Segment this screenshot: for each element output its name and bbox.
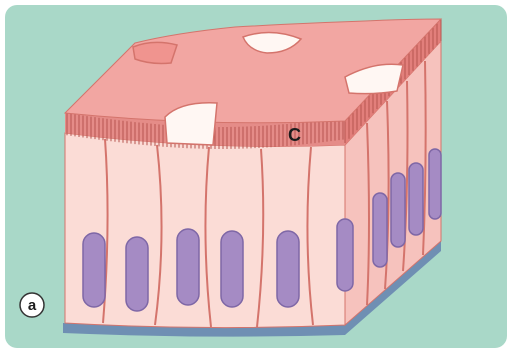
nucleus bbox=[177, 229, 199, 305]
nucleus bbox=[221, 231, 243, 307]
nucleus bbox=[409, 163, 423, 235]
nucleus bbox=[337, 219, 353, 291]
diagram-panel: C a bbox=[5, 5, 507, 348]
crypt-opening bbox=[133, 42, 177, 63]
structure-label-c: C bbox=[288, 125, 301, 145]
nucleus bbox=[83, 233, 105, 307]
panel-label-text: a bbox=[28, 297, 37, 314]
nucleus bbox=[277, 231, 299, 307]
nucleus bbox=[391, 173, 405, 247]
nucleus bbox=[373, 193, 387, 267]
epithelium-illustration: C a bbox=[5, 5, 507, 348]
nucleus bbox=[126, 237, 148, 311]
panel-label: a bbox=[20, 293, 44, 317]
nucleus bbox=[429, 149, 441, 219]
